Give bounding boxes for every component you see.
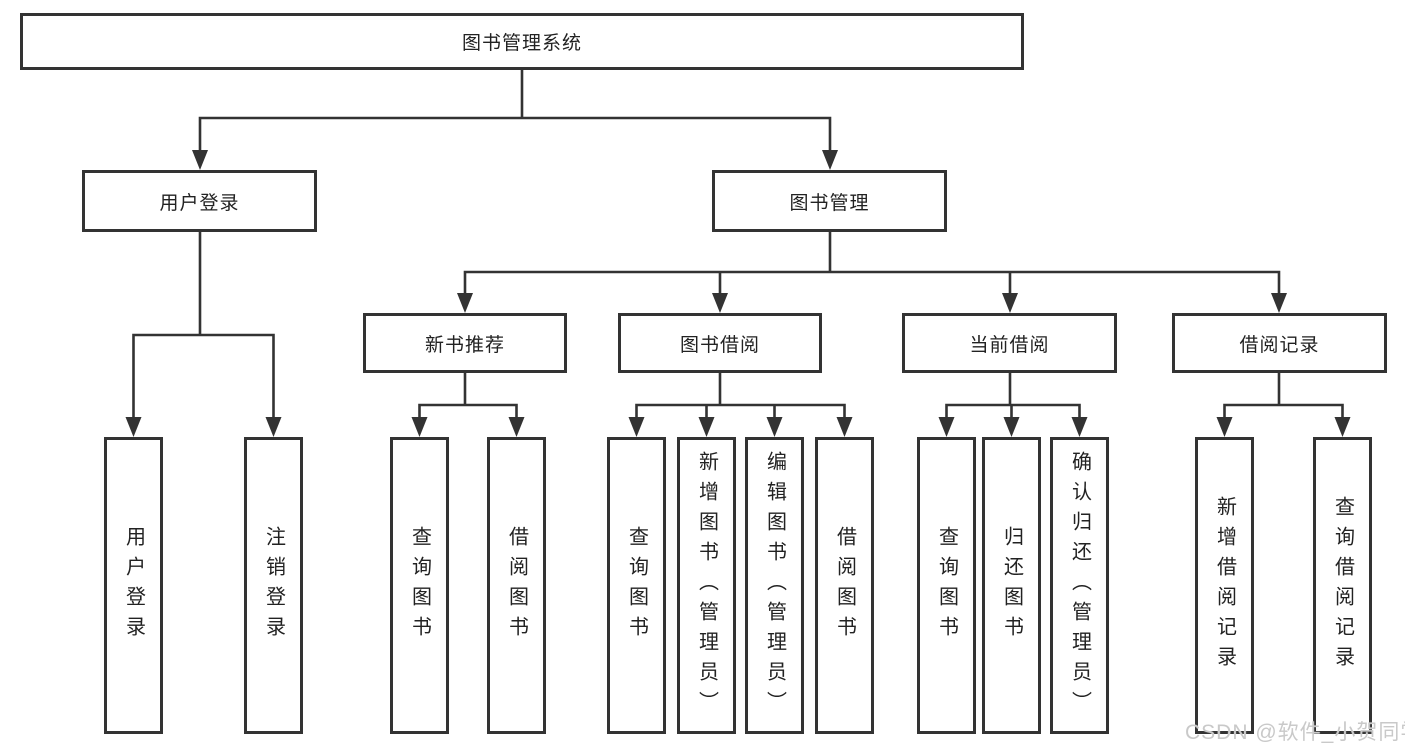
node-leaf-borrow-query: 查询图书 — [607, 437, 666, 734]
node-leaf-current-confirm-admin-label: 确认归还（管理员） — [1068, 450, 1091, 721]
node-leaf-borrow-borrow: 借阅图书 — [815, 437, 874, 734]
node-leaf-newbook-query-label: 查询图书 — [408, 525, 431, 646]
node-borrowing-records: 借阅记录 — [1172, 313, 1387, 373]
node-book-borrowing: 图书借阅 — [618, 313, 822, 373]
node-leaf-borrow-add-admin-label: 新增图书（管理员） — [695, 450, 718, 721]
node-leaf-newbook-query: 查询图书 — [390, 437, 449, 734]
node-book-management-label: 图书管理 — [789, 192, 870, 214]
node-leaf-record-add: 新增借阅记录 — [1195, 437, 1254, 734]
node-leaf-borrow-borrow-label: 借阅图书 — [833, 525, 856, 646]
node-current-borrowing: 当前借阅 — [902, 313, 1117, 373]
node-leaf-borrow-edit-admin: 编辑图书（管理员） — [745, 437, 804, 734]
node-user-login: 用户登录 — [82, 170, 317, 232]
node-user-login-label: 用户登录 — [159, 192, 240, 214]
node-new-book-recommend-label: 新书推荐 — [424, 334, 505, 356]
node-leaf-user-login-label: 用户登录 — [122, 525, 145, 646]
node-leaf-borrow-add-admin: 新增图书（管理员） — [677, 437, 736, 734]
node-root-label: 图书管理系统 — [461, 33, 582, 54]
node-leaf-logout: 注销登录 — [244, 437, 303, 734]
arrowheads — [125, 150, 1351, 437]
csdn-watermark: CSDN @软件_小贺同学 — [1185, 721, 1405, 744]
node-leaf-newbook-borrow: 借阅图书 — [487, 437, 546, 734]
node-borrowing-records-label: 借阅记录 — [1239, 334, 1320, 356]
node-leaf-record-query-label: 查询借阅记录 — [1331, 495, 1354, 676]
node-leaf-current-query: 查询图书 — [917, 437, 976, 734]
node-leaf-newbook-borrow-label: 借阅图书 — [505, 525, 528, 646]
node-leaf-user-login: 用户登录 — [104, 437, 163, 734]
node-leaf-record-query: 查询借阅记录 — [1313, 437, 1372, 734]
node-leaf-borrow-query-label: 查询图书 — [625, 525, 648, 646]
node-current-borrowing-label: 当前借阅 — [969, 334, 1050, 356]
node-root: 图书管理系统 — [20, 13, 1024, 70]
node-book-borrowing-label: 图书借阅 — [679, 334, 760, 356]
node-leaf-current-query-label: 查询图书 — [935, 525, 958, 646]
node-leaf-record-add-label: 新增借阅记录 — [1213, 495, 1236, 676]
node-book-management: 图书管理 — [712, 170, 947, 232]
node-leaf-logout-label: 注销登录 — [262, 525, 285, 646]
node-leaf-current-return-label: 归还图书 — [1000, 525, 1023, 646]
node-new-book-recommend: 新书推荐 — [363, 313, 567, 373]
node-leaf-borrow-edit-admin-label: 编辑图书（管理员） — [763, 450, 786, 721]
node-leaf-current-confirm-admin: 确认归还（管理员） — [1050, 437, 1109, 734]
node-leaf-current-return: 归还图书 — [982, 437, 1041, 734]
